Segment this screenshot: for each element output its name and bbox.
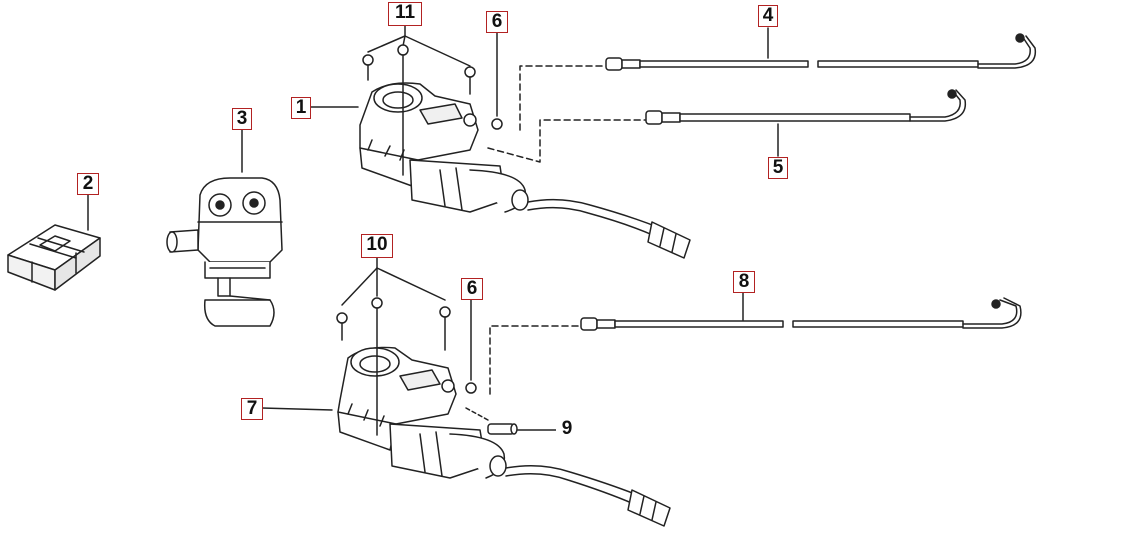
callout-7: 7 — [241, 398, 263, 420]
part-3-switch — [166, 129, 283, 327]
part-1-actuator — [359, 82, 691, 259]
callout-5: 5 — [768, 157, 788, 179]
part-9-pin — [465, 407, 518, 435]
callout-1: 1 — [291, 97, 311, 119]
callout-8: 8 — [733, 271, 755, 293]
callout-2: 2 — [77, 173, 99, 195]
part-7-actuator — [337, 346, 671, 527]
callout-9: 9 — [556, 418, 578, 440]
part-2-block — [7, 224, 101, 291]
callout-6-lower: 6 — [461, 278, 483, 300]
callout-4: 4 — [758, 5, 778, 27]
screws-10 — [336, 257, 451, 436]
screws-11 — [362, 25, 476, 176]
part-8-cable — [489, 297, 1022, 395]
callout-11: 11 — [388, 2, 422, 26]
part-5-cable — [487, 89, 967, 163]
callout-6-upper: 6 — [486, 11, 508, 33]
leader-7 — [261, 407, 333, 411]
callout-3: 3 — [232, 108, 252, 130]
part-4-cable — [519, 33, 1037, 131]
callout-10: 10 — [361, 234, 393, 258]
